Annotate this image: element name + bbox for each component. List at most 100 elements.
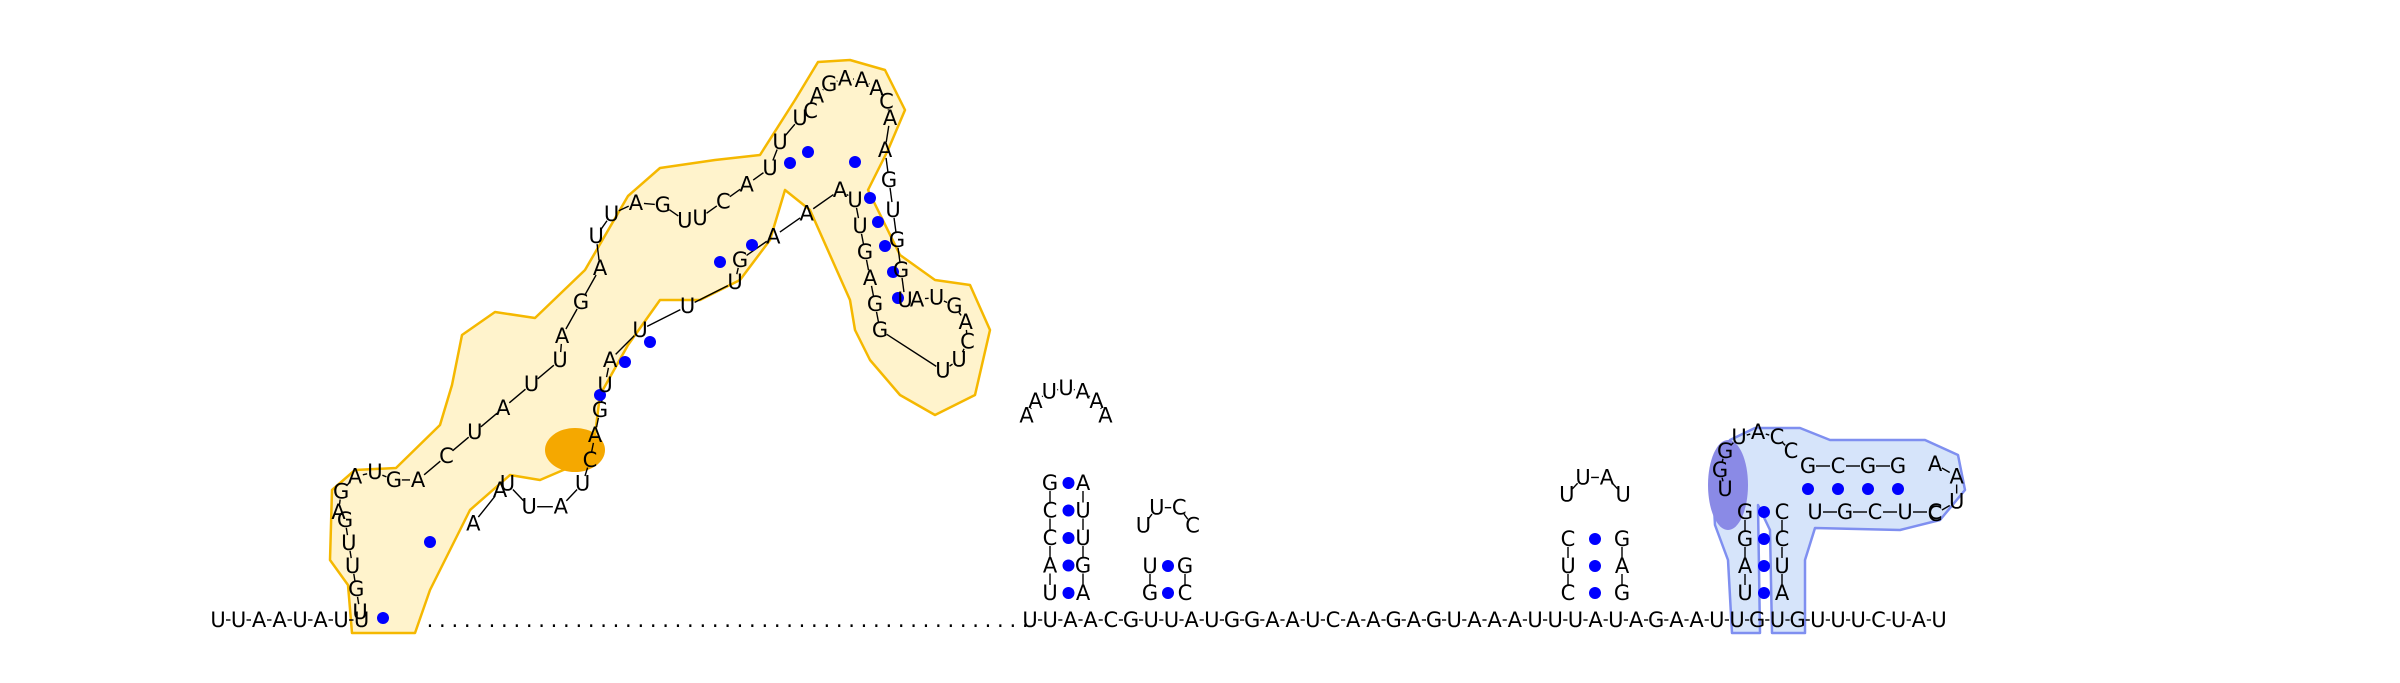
backbone-link bbox=[784, 123, 796, 137]
base-pair-dot bbox=[892, 292, 904, 304]
pseudoknot-left-stem: G bbox=[1737, 527, 1753, 551]
large-domain-nucleotide: U bbox=[521, 495, 536, 519]
hairpin-1-loop: A bbox=[1089, 389, 1104, 413]
backbone-link bbox=[477, 495, 496, 518]
unpaired-dot: . bbox=[464, 608, 471, 632]
large-domain-nucleotide: U bbox=[762, 156, 777, 180]
large-domain-nucleotide: U bbox=[500, 472, 515, 496]
pseudoknot-loop: U bbox=[1717, 477, 1732, 501]
backbone-link bbox=[596, 244, 600, 261]
five-prime-nucleotide: U bbox=[354, 608, 369, 632]
pseudoknot-tip-loop: U bbox=[1949, 490, 1964, 514]
backbone-link bbox=[886, 333, 937, 367]
large-domain-nucleotide: U bbox=[680, 294, 695, 318]
large-domain-nucleotide: A bbox=[555, 324, 570, 348]
large-domain-nucleotide: G bbox=[386, 468, 402, 492]
backbone-link bbox=[736, 267, 739, 275]
backbone-link bbox=[559, 343, 563, 353]
unpaired-dot: . bbox=[501, 608, 508, 632]
backbone-nucleotide: G bbox=[1385, 608, 1401, 632]
hairpin-3-left-stem: C bbox=[1561, 581, 1576, 605]
backbone-link bbox=[349, 550, 352, 559]
unpaired-dot: . bbox=[551, 608, 558, 632]
backbone-link bbox=[949, 363, 953, 367]
pseudoknot-tip-loop: C bbox=[1928, 502, 1943, 526]
backbone-nucleotide: A bbox=[1346, 608, 1361, 632]
pseudoknot-right-stem: C bbox=[1775, 527, 1790, 551]
hairpin-2-right-stem: G bbox=[1177, 554, 1193, 578]
backbone-nucleotide: U bbox=[1709, 608, 1724, 632]
large-domain-nucleotide: A bbox=[869, 76, 884, 100]
unpaired-dot: . bbox=[749, 608, 756, 632]
pseudoknot-upper-stem: G bbox=[1890, 454, 1906, 478]
unpaired-dot: . bbox=[997, 608, 1004, 632]
backbone-link bbox=[694, 284, 729, 304]
pseudoknot-tip-loop: A bbox=[1928, 452, 1943, 476]
unpaired-dot: . bbox=[799, 608, 806, 632]
large-domain-nucleotide: C bbox=[960, 330, 975, 354]
five-prime-nucleotide: A bbox=[313, 608, 328, 632]
base-pair-dot bbox=[864, 192, 876, 204]
base-pair-dot bbox=[1162, 560, 1174, 572]
large-domain-nucleotide: U bbox=[367, 460, 382, 484]
backbone-link bbox=[897, 247, 901, 263]
pseudoknot-lower-stem: U bbox=[1807, 500, 1822, 524]
hairpin-1-loop: U bbox=[1058, 376, 1073, 400]
hairpin-1-loop: U bbox=[1042, 379, 1057, 403]
unpaired-dot: . bbox=[761, 608, 768, 632]
five-prime-nucleotide: U bbox=[231, 608, 246, 632]
hairpin-1-right-stem: G bbox=[1075, 554, 1091, 578]
backbone-link bbox=[508, 388, 526, 404]
backbone-link bbox=[1721, 477, 1724, 482]
hairpin-2-left-stem: G bbox=[1142, 581, 1158, 605]
unpaired-dot: . bbox=[637, 608, 644, 632]
large-domain-nucleotide: U bbox=[951, 347, 966, 371]
large-domain-nucleotide: G bbox=[867, 292, 883, 316]
unpaired-dot: . bbox=[575, 608, 582, 632]
backbone-link bbox=[1041, 395, 1044, 398]
pseudoknot-loop: U bbox=[1731, 425, 1746, 449]
backbone-nucleotide: G bbox=[1426, 608, 1442, 632]
unpaired-dot: . bbox=[451, 608, 458, 632]
hairpin-1-right-stem: A bbox=[1076, 581, 1091, 605]
backbone-link bbox=[1183, 513, 1189, 520]
large-domain-nucleotide: U bbox=[552, 348, 567, 372]
pseudoknot-right-stem: A bbox=[1775, 581, 1790, 605]
pseudoknot-loop: G bbox=[1717, 439, 1733, 463]
hairpin-2-left-stem: U bbox=[1142, 554, 1157, 578]
backbone-nucleotide: G bbox=[1123, 608, 1139, 632]
hairpin-3-loop: U bbox=[1575, 465, 1590, 489]
backbone-nucleotide: U bbox=[1851, 608, 1866, 632]
large-domain-nucleotide: G bbox=[889, 228, 905, 252]
backbone-link bbox=[865, 259, 870, 271]
unpaired-dot: . bbox=[737, 608, 744, 632]
hairpin-1-loop: A bbox=[1019, 404, 1034, 428]
large-domain-nucleotide: U bbox=[885, 198, 900, 222]
unpaired-dot: . bbox=[1009, 608, 1016, 632]
backbone-link bbox=[875, 311, 880, 323]
hairpin-3-loop: A bbox=[1600, 465, 1615, 489]
large-domain-nucleotide: A bbox=[411, 468, 426, 492]
large-domain-nucleotide: G bbox=[893, 258, 909, 282]
large-domain-nucleotide: A bbox=[810, 83, 825, 107]
large-domain-nucleotide: C bbox=[583, 448, 598, 472]
backbone-link bbox=[338, 499, 341, 505]
hairpin-3-loop: U bbox=[1616, 483, 1631, 507]
large-domain-nucleotide: C bbox=[439, 444, 454, 468]
base-pair-dot bbox=[784, 157, 796, 169]
backbone-link bbox=[584, 467, 589, 477]
backbone-nucleotide: A bbox=[1083, 608, 1098, 632]
backbone-link bbox=[812, 194, 834, 210]
large-domain-nucleotide: U bbox=[935, 359, 950, 383]
backbone-nucleotide: U bbox=[1447, 608, 1462, 632]
base-pair-dot bbox=[1758, 560, 1770, 572]
backbone-link bbox=[1100, 407, 1102, 410]
backbone-link bbox=[822, 88, 824, 91]
large-domain-nucleotide: U bbox=[524, 372, 539, 396]
backbone-nucleotide: U bbox=[1548, 608, 1563, 632]
base-pair-dot bbox=[1062, 532, 1075, 544]
unpaired-dot: . bbox=[662, 608, 669, 632]
large-domain-nucleotide: U bbox=[604, 202, 619, 226]
large-domain-nucleotide: G bbox=[821, 72, 837, 96]
backbone-nucleotide: U bbox=[1891, 608, 1906, 632]
